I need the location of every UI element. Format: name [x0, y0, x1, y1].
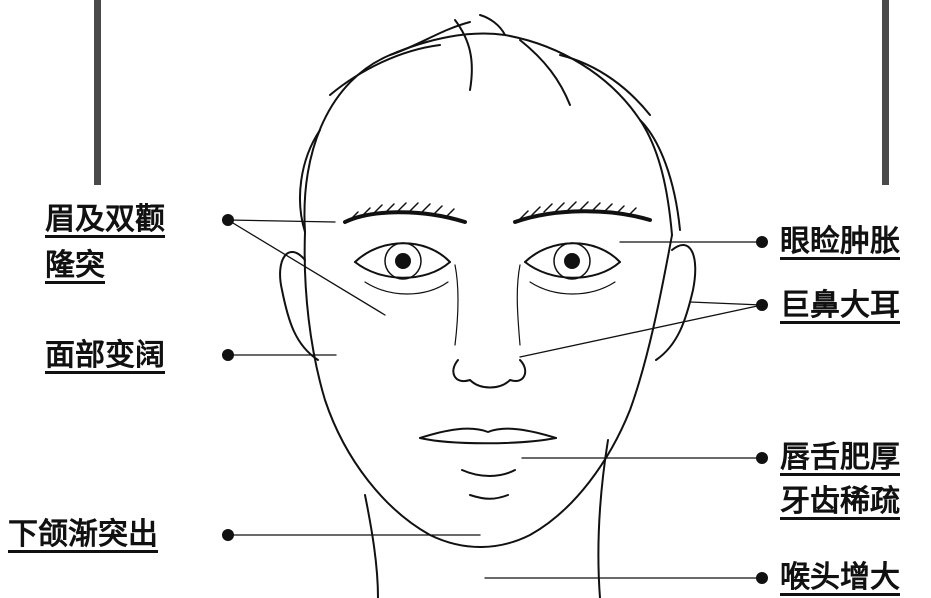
- leader-nose: [520, 305, 762, 357]
- left-eyebrow: [345, 212, 465, 222]
- nose: [453, 360, 525, 388]
- hair-right-strands: [520, 40, 680, 230]
- dot-eyelid: [756, 236, 768, 248]
- label-brow-line2: 隆突: [45, 246, 105, 286]
- face-outline: [305, 232, 672, 547]
- lip-line: [420, 438, 556, 443]
- neck-left: [365, 495, 378, 598]
- lower-lip: [462, 470, 515, 476]
- label-face: 面部变阔: [45, 336, 165, 376]
- leader-ear: [690, 302, 762, 305]
- label-brow-line1: 眉及双颧: [45, 200, 165, 240]
- left-eye-bag: [365, 282, 448, 294]
- dot-throat: [756, 572, 768, 584]
- right-pupil: [565, 254, 579, 268]
- dot-jaw: [222, 529, 234, 541]
- dot-nose-ear: [756, 299, 768, 311]
- chin-line: [470, 495, 508, 499]
- left-pupil: [396, 254, 410, 268]
- right-ear: [656, 245, 695, 360]
- label-jaw: 下颌渐突出: [8, 515, 158, 555]
- upper-lip: [420, 429, 556, 438]
- hair-left-strands: [300, 20, 472, 232]
- dot-face: [222, 349, 234, 361]
- leader-brow-a: [228, 220, 335, 222]
- label-eyelid: 眼睑肿胀: [780, 222, 900, 262]
- label-lips-line1: 唇舌肥厚: [780, 438, 900, 478]
- dot-lips: [756, 452, 768, 464]
- label-lips-line2: 牙齿稀疏: [780, 482, 900, 522]
- right-eye-bag: [530, 282, 615, 294]
- hair-top: [390, 15, 505, 55]
- dot-brow: [222, 214, 234, 226]
- label-nose-ear: 巨鼻大耳: [780, 286, 900, 326]
- nose-bridge: [455, 265, 520, 345]
- hair-outline: [304, 34, 672, 235]
- right-eyebrow: [515, 211, 650, 222]
- label-throat: 喉头增大: [780, 558, 900, 598]
